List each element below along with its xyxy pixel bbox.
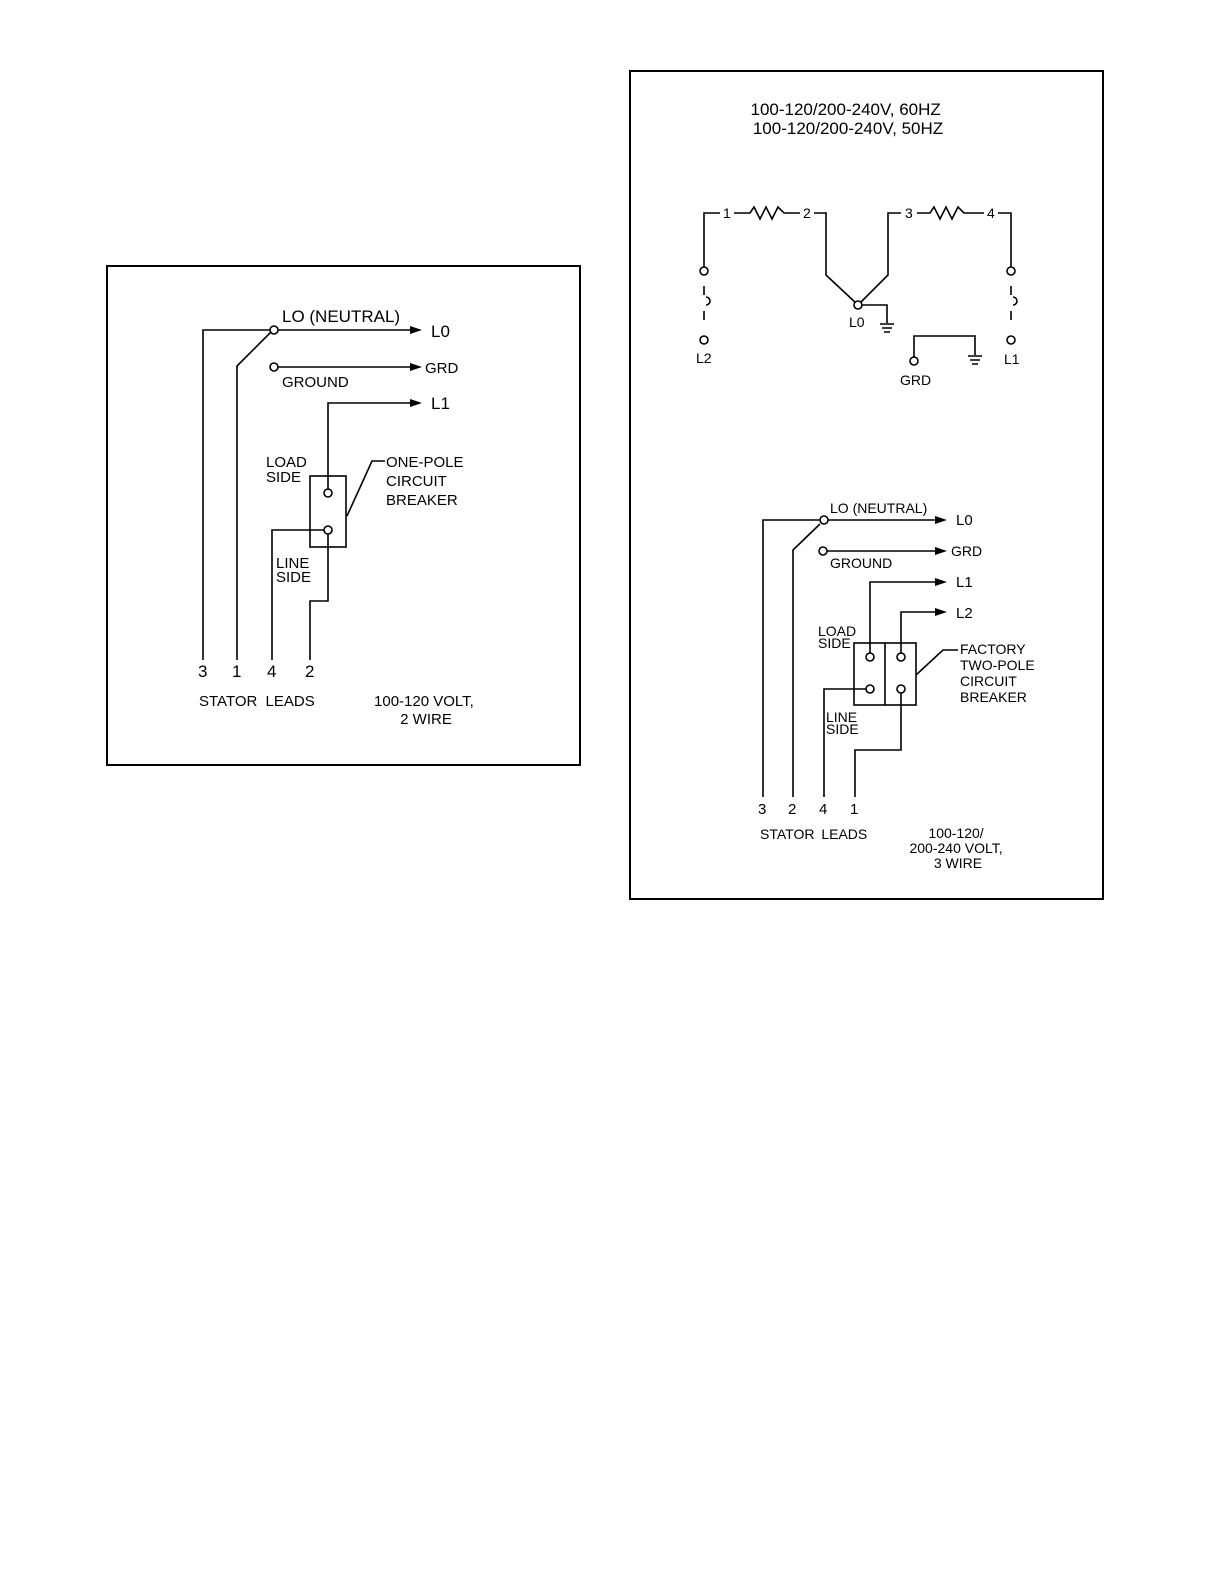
lead-number-1-right: 1: [850, 801, 858, 818]
lead-number-3-right: 3: [758, 801, 766, 818]
grd-ground-symbol: [968, 355, 982, 365]
output-grd-label-right: GRD: [951, 543, 982, 559]
breaker-line-terminal-4: [865, 684, 875, 694]
winding-right-lead: [998, 212, 1012, 267]
output-lo-label-right: L0: [956, 512, 973, 529]
breaker-load-terminal-l1: [865, 652, 875, 662]
lead-number-4: 4: [267, 662, 276, 681]
schematic-l2-label: L2: [696, 350, 712, 366]
dual-voltage-wiring: LO (NEUTRAL) L0 GROUND GRD L1 L2 LOAD SI…: [758, 500, 1039, 871]
l1-switch-top-terminal: [1006, 266, 1016, 276]
schematic-grd-label: GRD: [900, 372, 931, 388]
output-l2-label-right: L2: [956, 605, 973, 622]
output-l1-label-right: L1: [956, 574, 973, 591]
schematic-l1-label: L1: [1004, 351, 1020, 367]
load-side-label: LOAD SIDE: [266, 454, 311, 486]
l1-output-wire: [327, 402, 410, 489]
two-pole-breaker-label: FACTORY TWO-POLE CIRCUIT BREAKER: [960, 641, 1039, 705]
winding-1-2-line: [734, 205, 800, 221]
breaker-line-terminal-1: [896, 684, 906, 694]
output-grd-label: GRD: [425, 360, 459, 377]
ground-arrow-right: [935, 547, 947, 555]
load-side-label-right: LOAD SIDE: [818, 623, 860, 651]
lead-3-wire: [202, 329, 273, 660]
neutral-ground-symbol: [880, 323, 894, 333]
ground-terminal: [269, 362, 279, 372]
breaker-line-terminal: [323, 525, 333, 535]
winding-3-lead: [858, 212, 901, 305]
neutral-point-terminal: [853, 300, 863, 310]
lead-number-2-right: 2: [788, 801, 796, 818]
l2-switch-contact: [703, 286, 711, 320]
winding-terminal-4: 4: [987, 205, 995, 221]
line-side-label: LINE SIDE: [276, 555, 314, 586]
breaker-leader-line: [346, 460, 385, 517]
lead-3-wire-right: [762, 519, 820, 797]
schematic-lo-label: L0: [849, 314, 865, 330]
breaker-load-terminal: [323, 488, 333, 498]
right-diagram-frame: [629, 70, 1104, 900]
neutral-arrow: [410, 326, 422, 334]
neutral-label-right: LO (NEUTRAL): [830, 500, 927, 516]
l1-arrow: [410, 399, 422, 407]
one-pole-breaker-box: [309, 475, 347, 548]
winding-terminal-3: 3: [905, 205, 913, 221]
l1-output-wire-right: [869, 581, 935, 653]
ground-terminal-right: [818, 546, 828, 556]
neutral-label: LO (NEUTRAL): [282, 307, 400, 326]
grd-terminal: [909, 356, 919, 366]
left-diagram-frame: [106, 265, 581, 766]
l2-switch-top-terminal: [699, 266, 709, 276]
grd-wire: [913, 335, 976, 357]
ground-arrow: [410, 363, 422, 371]
neutral-arrow-right: [935, 516, 947, 524]
lead-number-1: 1: [232, 662, 241, 681]
lead-4-wire-right: [823, 688, 866, 797]
rating-label-right: 100-120/ 200-240 VOLT, 3 WIRE: [909, 825, 1006, 871]
lead-1-wire-right: [854, 693, 902, 797]
dual-voltage-diagram: 100-120/200-240V, 60HZ 100-120/200-240V,…: [629, 70, 1104, 900]
stator-leads-label: STATOR LEADS: [199, 693, 315, 710]
lead-1-wire: [236, 329, 274, 660]
winding-3-4-line: [917, 205, 984, 221]
lead-2-wire-right: [792, 523, 821, 797]
breaker-label: ONE-POLE CIRCUIT BREAKER: [386, 454, 468, 509]
lead-2-wire: [309, 534, 329, 660]
neutral-ground-wire: [862, 304, 888, 323]
winding-left-lead: [703, 212, 720, 267]
lead-number-2: 2: [305, 662, 314, 681]
ground-label-right: GROUND: [830, 555, 892, 571]
breaker-load-terminal-l2: [896, 652, 906, 662]
l1-arrow-right: [935, 578, 947, 586]
l2-output-wire-right: [900, 611, 935, 653]
winding-terminal-2: 2: [803, 205, 811, 221]
line-side-label-right: LINE SIDE: [826, 709, 861, 737]
winding-2-lead: [814, 212, 858, 305]
l2-arrow-right: [935, 608, 947, 616]
ground-label: GROUND: [282, 374, 349, 391]
neutral-terminal: [269, 325, 279, 335]
lead-number-3: 3: [198, 662, 207, 681]
rating-label: 100-120 VOLT, 2 WIRE: [374, 693, 478, 728]
l1-switch-bottom-terminal: [1006, 335, 1016, 345]
output-lo-label: L0: [431, 322, 450, 341]
winding-schematic: 1 2 3 4 L2 L1 L0 GRD: [696, 205, 1020, 388]
output-l1-label: L1: [431, 394, 450, 413]
frequency-label: 100-120/200-240V, 60HZ 100-120/200-240V,…: [750, 100, 945, 138]
lead-number-4-right: 4: [819, 801, 827, 818]
l1-switch-contact: [1010, 286, 1018, 320]
single-voltage-diagram: LO (NEUTRAL) L0 GROUND GRD L1 LOAD SIDE …: [106, 265, 581, 766]
two-pole-breaker-leader: [915, 649, 958, 676]
neutral-terminal-right: [819, 515, 829, 525]
lead-4-wire: [271, 529, 325, 660]
stator-leads-label-right: STATOR LEADS: [760, 826, 867, 842]
winding-terminal-1: 1: [723, 205, 731, 221]
l2-switch-bottom-terminal: [699, 335, 709, 345]
